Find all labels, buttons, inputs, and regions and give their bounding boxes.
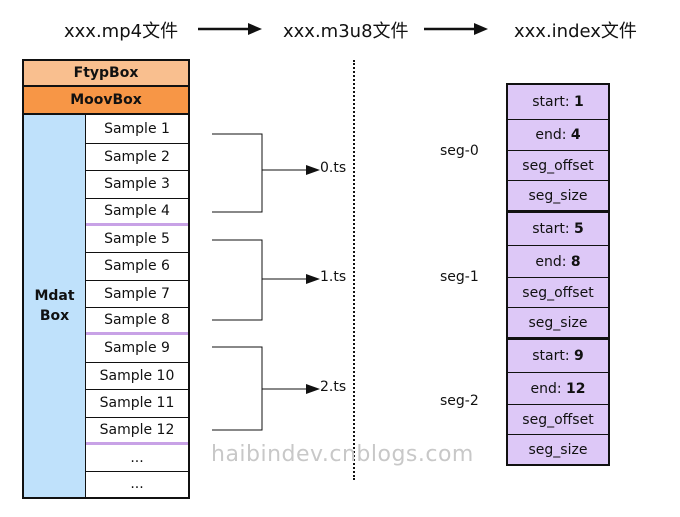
index-size-cell: seg_size xyxy=(528,441,588,458)
start-label: start: xyxy=(532,348,575,364)
segment-border xyxy=(506,210,610,213)
ts-file-label: 1.ts xyxy=(320,269,347,285)
start-value: 5 xyxy=(574,221,584,237)
segment-label: seg-0 xyxy=(440,143,479,159)
index-end-cell: end: 12 xyxy=(508,373,608,404)
start-label: start: xyxy=(532,221,575,237)
index-end-cell: end: 4 xyxy=(508,120,608,150)
end-label: end: xyxy=(535,127,571,143)
mdat-box: Mdat Box xyxy=(22,115,86,499)
segment-label: seg-2 xyxy=(440,393,479,409)
sample-item: Sample 1 xyxy=(104,121,170,137)
arrow-right-icon xyxy=(424,23,488,35)
cell-divider xyxy=(508,434,608,435)
ts-file-label: 0.ts xyxy=(320,160,347,176)
segment-label: seg-1 xyxy=(440,269,479,285)
index-end-cell: end: 8 xyxy=(508,246,608,277)
mdat-box-label: Mdat xyxy=(34,288,75,304)
cell-divider xyxy=(508,307,608,308)
sample-divider xyxy=(86,252,188,253)
sample-divider xyxy=(86,198,188,199)
sample-item: Sample 9 xyxy=(104,340,170,356)
moov-box: MoovBox xyxy=(22,87,190,115)
cell-divider xyxy=(508,404,608,405)
segment-divider xyxy=(86,332,188,335)
index-segment: start: 9 end: 12 seg_offset seg_size xyxy=(506,340,610,466)
arrow-right-icon xyxy=(198,23,262,35)
sample-divider xyxy=(86,170,188,171)
sample-item: Sample 7 xyxy=(104,285,170,302)
sample-item: Sample 3 xyxy=(104,176,170,192)
index-size-cell: seg_size xyxy=(528,314,588,331)
sample-item: ... xyxy=(130,476,144,492)
start-label: start: xyxy=(532,94,575,110)
end-label: end: xyxy=(530,380,567,397)
moov-box-label: MoovBox xyxy=(70,92,142,108)
index-start-cell: start: 9 xyxy=(508,340,608,372)
index-offset-cell: seg_offset xyxy=(522,411,594,428)
cell-divider xyxy=(508,180,608,181)
sample-item: Sample 5 xyxy=(104,230,170,247)
mp4-file-header: xxx.mp4文件 xyxy=(64,21,179,42)
m3u8-file-header: xxx.m3u8文件 xyxy=(283,21,409,42)
sample-item: Sample 11 xyxy=(99,395,175,411)
sample-divider xyxy=(86,280,188,281)
sample-list: Sample 1 Sample 2 Sample 3 Sample 4 Samp… xyxy=(86,115,190,499)
end-value: 12 xyxy=(566,380,586,397)
index-size-cell: seg_size xyxy=(528,188,588,204)
sample-item: Sample 2 xyxy=(104,148,170,165)
end-label: end: xyxy=(535,253,571,270)
segment-divider xyxy=(86,223,188,226)
cell-divider xyxy=(508,245,608,246)
start-value: 1 xyxy=(574,94,584,110)
index-segment: start: 5 end: 8 seg_offset seg_size xyxy=(506,213,610,337)
index-offset-cell: seg_offset xyxy=(522,157,594,174)
cell-divider xyxy=(508,119,608,120)
sample-divider xyxy=(86,307,188,308)
sample-divider xyxy=(86,143,188,144)
index-segment: start: 1 end: 4 seg_offset seg_size xyxy=(506,83,610,211)
segment-divider xyxy=(86,442,188,445)
cell-divider xyxy=(508,150,608,151)
sample-item: Sample 8 xyxy=(104,312,170,328)
dotted-divider xyxy=(353,60,355,480)
cell-divider xyxy=(508,372,608,373)
cell-divider xyxy=(508,277,608,278)
sample-item: ... xyxy=(130,449,144,466)
ftyp-box: FtypBox xyxy=(22,59,190,87)
index-start-cell: start: 1 xyxy=(508,85,608,119)
sample-divider xyxy=(86,471,188,472)
sample-item: Sample 4 xyxy=(104,203,170,219)
sample-divider xyxy=(86,417,188,418)
end-value: 4 xyxy=(570,127,581,143)
sample-item: Sample 10 xyxy=(99,367,175,384)
index-start-cell: start: 5 xyxy=(508,213,608,245)
start-value: 9 xyxy=(574,348,584,364)
sample-divider xyxy=(86,362,188,363)
index-file-header: xxx.index文件 xyxy=(514,21,637,42)
ftyp-box-label: FtypBox xyxy=(73,65,139,81)
segment-border xyxy=(506,337,610,340)
sample-divider xyxy=(86,389,188,390)
index-offset-cell: seg_offset xyxy=(522,284,594,301)
sample-item: Sample 12 xyxy=(99,422,175,438)
mdat-box-label-line2: Box xyxy=(39,308,70,324)
sample-item: Sample 6 xyxy=(104,258,170,274)
ts-file-label: 2.ts xyxy=(320,379,347,395)
watermark: haibindev.cnblogs.com xyxy=(211,442,474,467)
end-value: 8 xyxy=(570,253,581,270)
